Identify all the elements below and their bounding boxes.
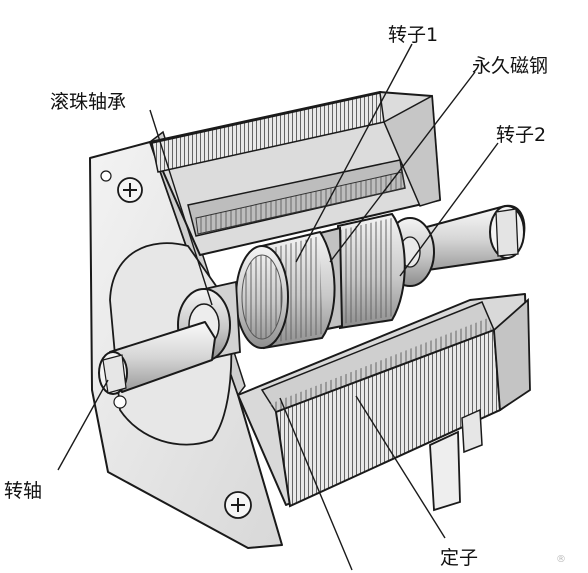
- leader-lines: [57, 43, 499, 571]
- mounting-screw-top: [117, 177, 143, 203]
- leader-shaft: [57, 379, 109, 471]
- stator-upper-block: [149, 91, 441, 256]
- label-stator: 定子: [440, 547, 479, 569]
- label-rotor-2: 转子2: [496, 124, 547, 146]
- leader-permanent-magnet: [329, 71, 476, 263]
- mounting-screw-top-2: [100, 170, 112, 182]
- stator-lower-block: [237, 293, 531, 508]
- label-rotor-1: 转子1: [388, 24, 439, 46]
- label-ball-bearing: 滚珠轴承: [50, 91, 127, 113]
- mounting-screw-bottom-left: [113, 395, 127, 409]
- rotor-1: [235, 230, 336, 350]
- mounting-screw-bottom: [224, 491, 252, 519]
- rotor-2: [336, 212, 406, 330]
- leader-stator: [355, 395, 446, 539]
- leader-coil: [279, 397, 353, 571]
- registered-mark: ®: [556, 554, 566, 565]
- rear-shaft: [406, 204, 526, 274]
- leader-rotor-2: [399, 142, 499, 277]
- label-shaft: 转轴: [4, 480, 43, 502]
- leader-ball-bearing: [149, 109, 213, 306]
- terminal-connector: [429, 408, 483, 512]
- leader-rotor-1: [295, 43, 413, 263]
- label-permanent-magnet: 永久磁钢: [472, 55, 549, 77]
